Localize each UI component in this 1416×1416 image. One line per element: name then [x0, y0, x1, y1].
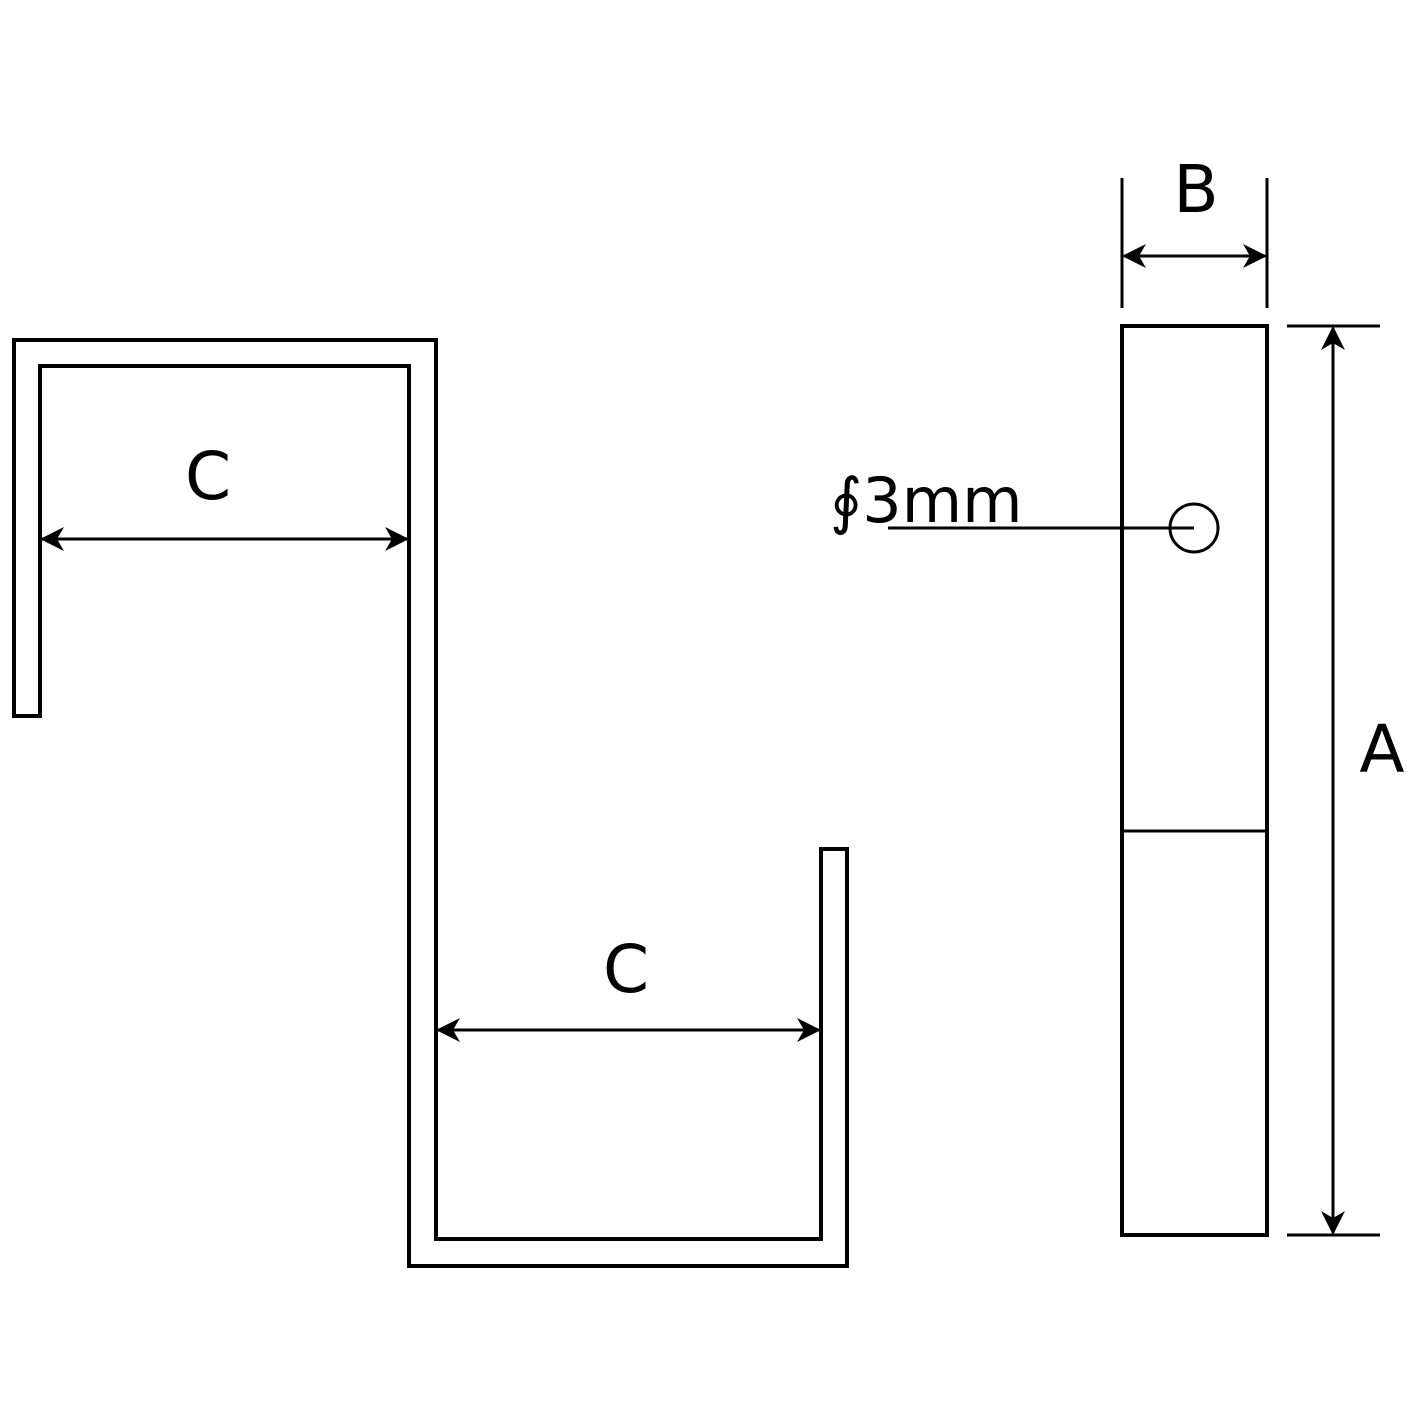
dimension-b-label: B — [1173, 151, 1218, 228]
hole-diameter-label: ∮3mm — [830, 464, 1023, 537]
hook-front-view — [1120, 324, 1269, 1237]
s-hook-profile — [12, 338, 849, 1268]
dimension-c-bottom-label: C — [603, 931, 649, 1008]
dimension-c-top-label: C — [185, 438, 231, 515]
dimension-a-label: A — [1359, 711, 1404, 788]
